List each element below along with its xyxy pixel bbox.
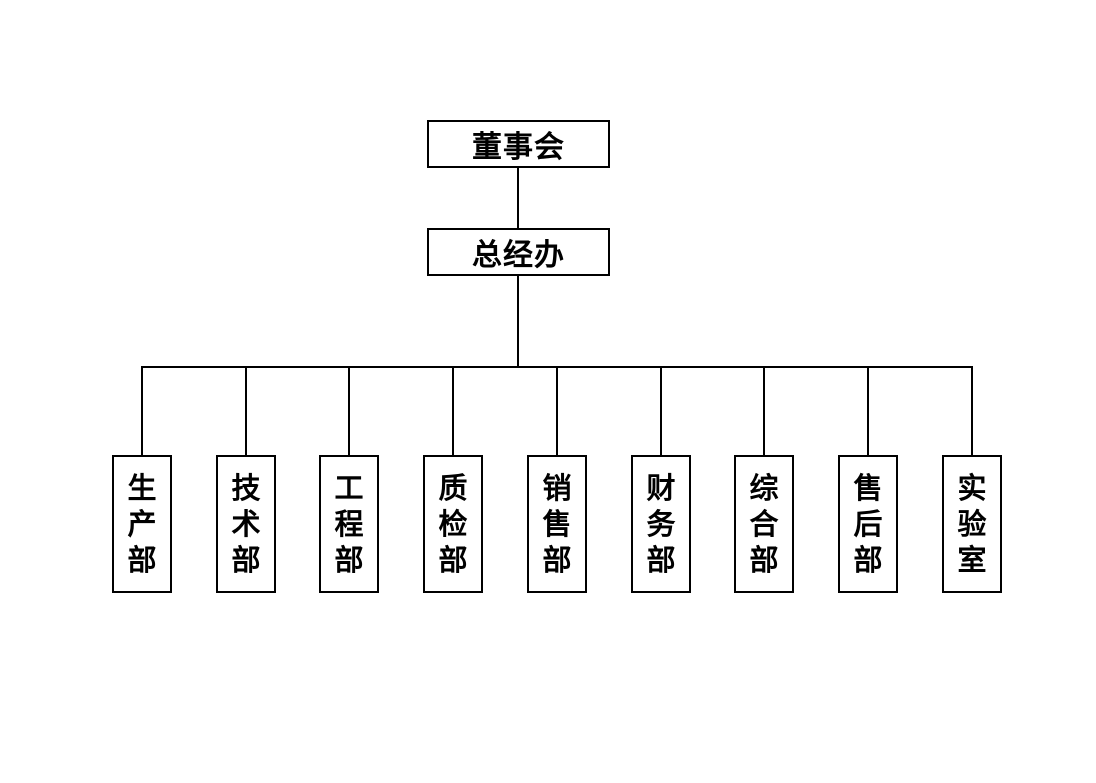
quality-inspection-dept-label: 质 检 部 <box>438 471 468 577</box>
sales-dept-box: 销 售 部 <box>527 455 587 593</box>
technology-dept-box: 技 术 部 <box>216 455 276 593</box>
connector-drop-technology <box>245 368 247 455</box>
sales-dept-label: 销 售 部 <box>542 471 572 577</box>
production-dept-box: 生 产 部 <box>112 455 172 593</box>
gm-office-box: 总经办 <box>427 228 610 276</box>
after-sales-dept-box: 售 后 部 <box>838 455 898 593</box>
engineering-dept-label: 工 程 部 <box>334 471 364 577</box>
general-affairs-dept-box: 综 合 部 <box>734 455 794 593</box>
connector-drop-general-affairs <box>763 368 765 455</box>
connector-drop-quality-inspection <box>452 368 454 455</box>
connector-drop-laboratory <box>971 368 973 455</box>
connector-board-to-office <box>517 167 519 228</box>
connector-drop-sales <box>556 368 558 455</box>
connector-drop-engineering <box>348 368 350 455</box>
finance-dept-label: 财 务 部 <box>646 471 676 577</box>
after-sales-dept-label: 售 后 部 <box>853 471 883 577</box>
board-of-directors-box: 董事会 <box>427 120 610 168</box>
connector-drop-finance <box>660 368 662 455</box>
connector-office-to-bus <box>517 275 519 368</box>
gm-office-label: 总经办 <box>472 238 565 273</box>
connector-horizontal-bus <box>141 366 973 368</box>
laboratory-box: 实 验 室 <box>942 455 1002 593</box>
engineering-dept-box: 工 程 部 <box>319 455 379 593</box>
production-dept-label: 生 产 部 <box>127 471 157 577</box>
laboratory-label: 实 验 室 <box>957 471 987 577</box>
general-affairs-dept-label: 综 合 部 <box>749 471 779 577</box>
board-of-directors-label: 董事会 <box>472 130 565 165</box>
connector-drop-after-sales <box>867 368 869 455</box>
quality-inspection-dept-box: 质 检 部 <box>423 455 483 593</box>
technology-dept-label: 技 术 部 <box>231 471 261 577</box>
connector-drop-production <box>141 368 143 455</box>
finance-dept-box: 财 务 部 <box>631 455 691 593</box>
